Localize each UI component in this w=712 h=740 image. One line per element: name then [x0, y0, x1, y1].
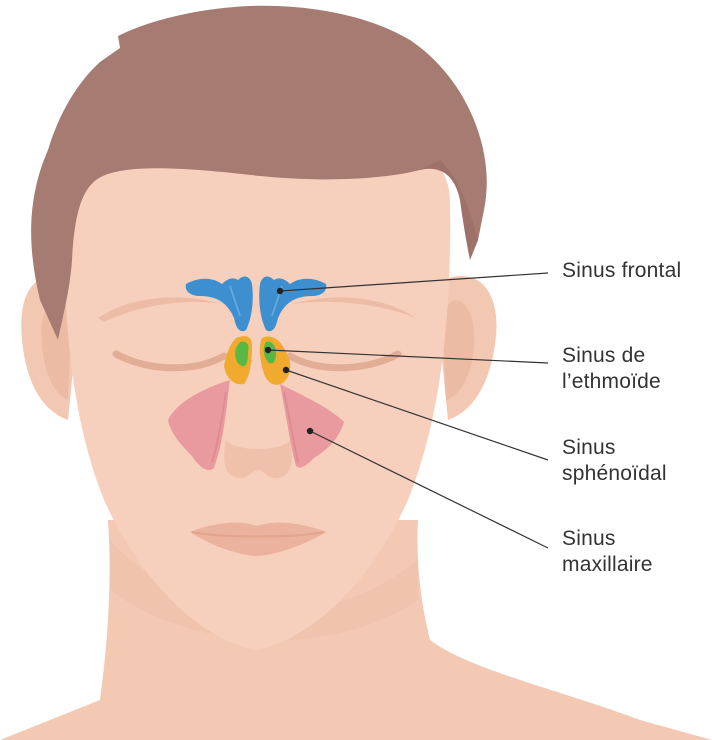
- label-ethmoid-sinus: Sinus de l’ethmoïde: [562, 343, 661, 395]
- label-sphenoid-line-1: Sinus: [562, 435, 667, 461]
- label-ethmoid-line-1: Sinus de: [562, 343, 661, 369]
- leader-dot-maxillary: [307, 428, 313, 434]
- label-frontal-line-1: Sinus frontal: [562, 258, 681, 284]
- label-ethmoid-line-2: l’ethmoïde: [562, 369, 661, 395]
- label-sphenoid-line-2: sphénoïdal: [562, 461, 667, 487]
- leader-dot-ethmoid: [265, 347, 271, 353]
- label-maxillary-line-2: maxillaire: [562, 552, 653, 578]
- label-maxillary-line-1: Sinus: [562, 526, 653, 552]
- leader-dot-sphenoid: [283, 367, 289, 373]
- label-sphenoid-sinus: Sinus sphénoïdal: [562, 435, 667, 487]
- label-frontal-sinus: Sinus frontal: [562, 258, 681, 284]
- label-maxillary-sinus: Sinus maxillaire: [562, 526, 653, 578]
- leader-dot-frontal: [277, 288, 283, 294]
